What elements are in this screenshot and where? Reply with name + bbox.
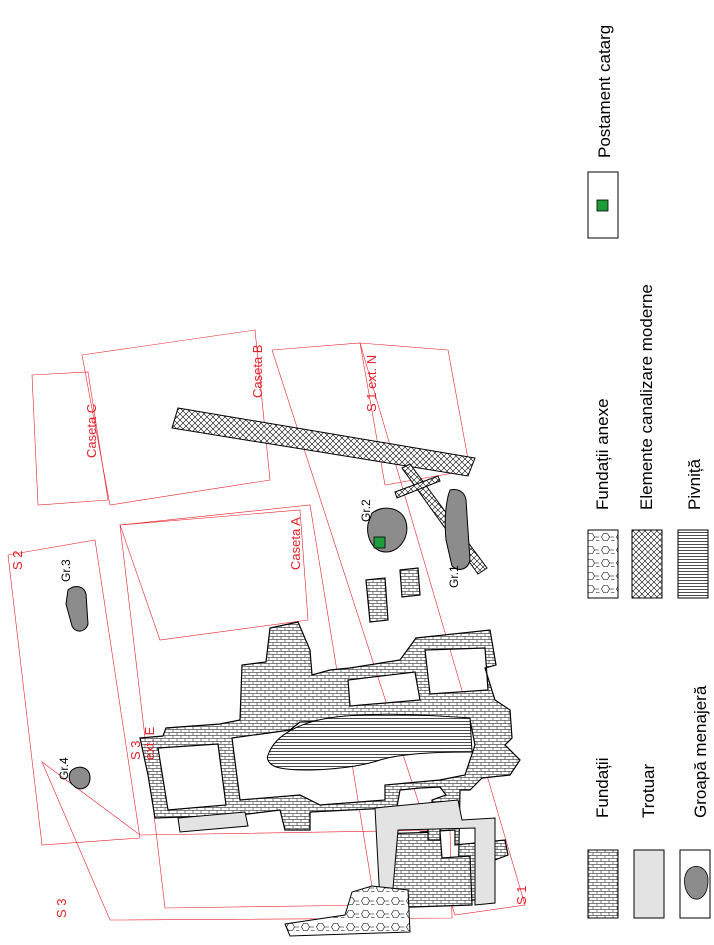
sidewalks [177,799,496,906]
legend-label-groapa: Groapă menajeră [691,685,710,818]
sewer-pipe-main [171,407,476,477]
legend-label-canalizare: Elemente canalizare moderne [637,284,656,510]
legend-swatch-fundatii [587,849,619,919]
cellar [267,713,473,771]
legend-label-fundatii-anexe: Fundații anexe [593,398,612,510]
foundation-block-2 [399,567,421,598]
legend-label-pivnita: Pivniță [685,458,704,510]
sidewalk-west [177,811,249,833]
legend-swatch-trotuar [633,849,665,919]
label-s1-ext-n: S 1 ext. N [364,355,379,412]
legend-postament-marker [596,199,609,212]
legend-swatch-fundatii-anexe [587,529,619,599]
label-gr4: Gr.4 [57,757,71,780]
section-labels: S 2 S 3 S 1 S 3 ext. E S 1 ext. N Caseta… [10,345,529,918]
annex-foundation [284,885,411,937]
label-gr1: Gr.1 [447,565,461,588]
label-s3: S 3 [54,898,69,918]
label-gr3: Gr.3 [59,559,73,582]
flagpole-base [373,536,386,549]
pit-gr4 [68,766,91,790]
legend-label-postament: Postament catarg [595,25,614,158]
foundation-block-1 [365,577,389,623]
label-caseta-a: Caseta A [288,517,303,570]
sewer-pipe-short [394,475,441,499]
pit-labels: Gr.1 Gr.2 Gr.3 Gr.4 [57,499,461,780]
section-s2 [7,539,141,846]
caseta-c [31,371,109,506]
modern-sewer-elements [171,407,488,575]
pit-gr2 [367,507,408,553]
legend: Fundații Trotuar Groapă menajeră Fundați… [587,25,711,919]
sewer-pipe-diagonal [401,463,488,575]
label-s3-ext-e-2: ext. E [142,726,157,760]
label-caseta-c: Caseta C [84,404,99,458]
label-s2: S 2 [10,550,25,570]
label-s3-ext-e-1: S 3 [128,740,143,760]
label-s1: S 1 [514,885,529,905]
pit-gr1 [444,489,471,570]
legend-label-fundatii: Fundații [593,758,612,818]
legend-swatch-pivnita [677,529,709,599]
legend-swatch-canalizare [631,529,663,599]
waste-pits [65,489,471,790]
legend-label-trotuar: Trotuar [639,763,658,818]
legend-pit-shape [684,866,709,900]
label-gr2: Gr.2 [359,499,373,522]
pit-gr3 [65,586,89,632]
caseta-a [119,509,309,641]
label-caseta-b: Caseta B [250,345,265,398]
